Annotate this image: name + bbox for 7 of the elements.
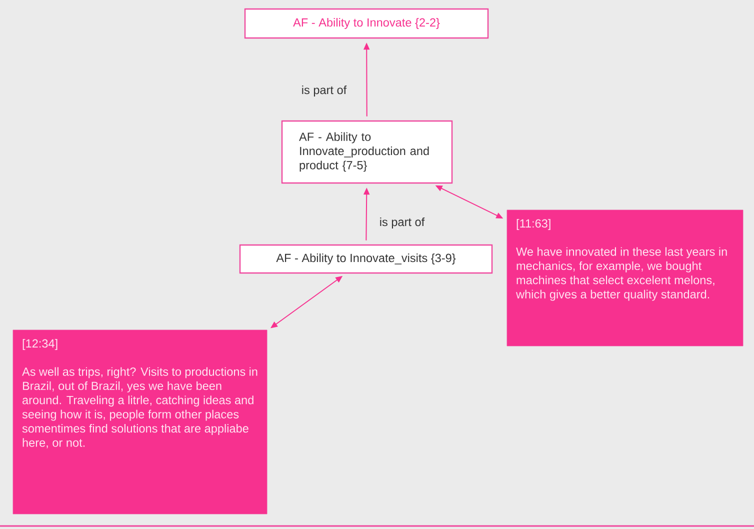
- title-box: AF - Ability to Innovate {2-2}: [244, 8, 489, 39]
- quote-box: [11:63] We have innovated in these last years in mechanics, for example, we bought machines that select excelent melons, which gives a better quality standard.: [506, 210, 744, 346]
- edge-label: is part of: [380, 218, 425, 228]
- edge-label: is part of: [302, 86, 347, 96]
- quote-box: [12:34] As well as trips, right? Visits to productions in Brazil, out of Brazil, yes we have been around. Traveling a litrle, catching ideas and seeing how it is, people form other places somentimes find solutions that are appliabe here, or not.: [12, 330, 268, 514]
- concept-box: AF - Ability to Innovate_production and product {7-5}: [281, 120, 453, 184]
- concept-box: AF - Ability to Innovate_visits {3-9}: [239, 244, 493, 274]
